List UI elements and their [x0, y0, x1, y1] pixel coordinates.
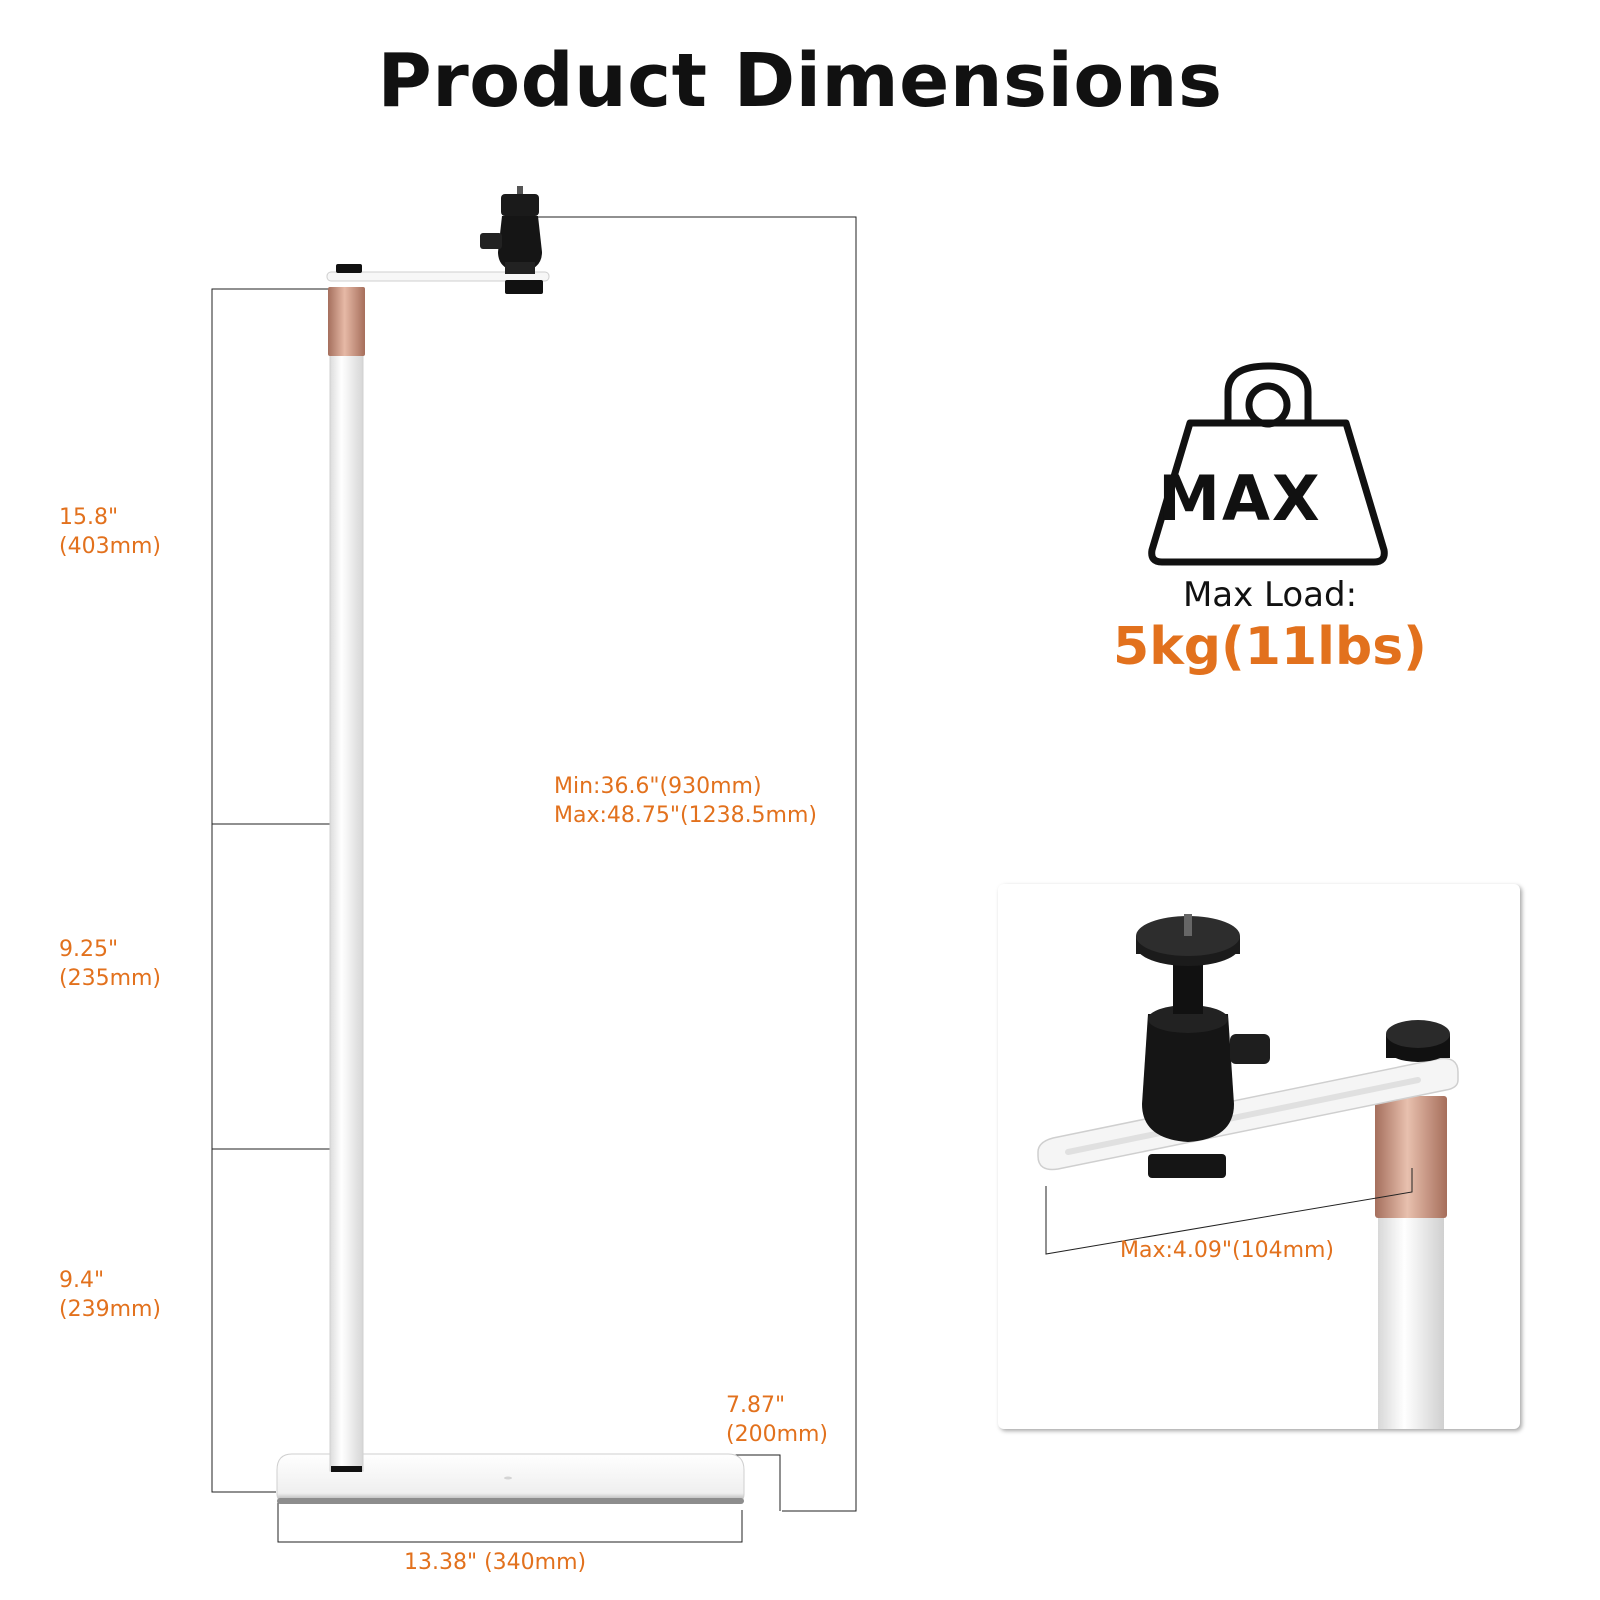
total-height-min: Min:36.6"(930mm) — [554, 774, 762, 799]
stand-base — [276, 1453, 745, 1504]
total-height-max: Max:48.75"(1238.5mm) — [554, 803, 818, 828]
max-load-value: 5kg(11lbs) — [1113, 617, 1427, 677]
base-depth-dimension: 7.87" (200mm) — [726, 1391, 828, 1449]
upper-pole-line — [211, 288, 330, 1493]
upper-pole-inches: 15.8" — [59, 505, 119, 530]
middle-pole-inches: 9.25" — [59, 937, 119, 962]
max-weight-icon — [1148, 362, 1388, 566]
arm-detail-drawing — [1037, 914, 1459, 1429]
max-load-label: Max Load: — [1182, 575, 1358, 615]
upper-pole-dimension: 15.8" (403mm) — [59, 503, 161, 561]
lower-pole-inches: 9.4" — [59, 1268, 105, 1293]
middle-pole-dimension: 9.25" (235mm) — [59, 935, 161, 993]
arm-length-dimension: Max:4.09"(104mm) — [1120, 1238, 1335, 1263]
arm-detail-inset — [998, 884, 1520, 1429]
base-depth-mm: (200mm) — [726, 1422, 829, 1447]
lower-pole-dimension: 9.4" (239mm) — [59, 1266, 161, 1324]
stand-arm — [326, 264, 550, 294]
lower-pole-mm: (239mm) — [59, 1297, 162, 1322]
base-width-line — [277, 1500, 743, 1543]
base-depth-line — [722, 1454, 781, 1511]
base-width-dimension: 13.38" (340mm) — [404, 1550, 587, 1575]
dimension-lines — [211, 216, 857, 1543]
middle-pole-mm: (235mm) — [59, 966, 162, 991]
upper-pole-mm: (403mm) — [59, 534, 162, 559]
base-depth-inches: 7.87" — [726, 1393, 786, 1418]
ball-head — [480, 186, 542, 274]
page-title: Product Dimensions — [377, 38, 1223, 124]
max-icon-text: MAX — [1158, 462, 1322, 535]
stand-pole — [328, 287, 365, 1472]
total-height-line — [538, 216, 857, 1512]
total-height-dimension: Min:36.6"(930mm) Max:48.75"(1238.5mm) — [554, 772, 817, 830]
